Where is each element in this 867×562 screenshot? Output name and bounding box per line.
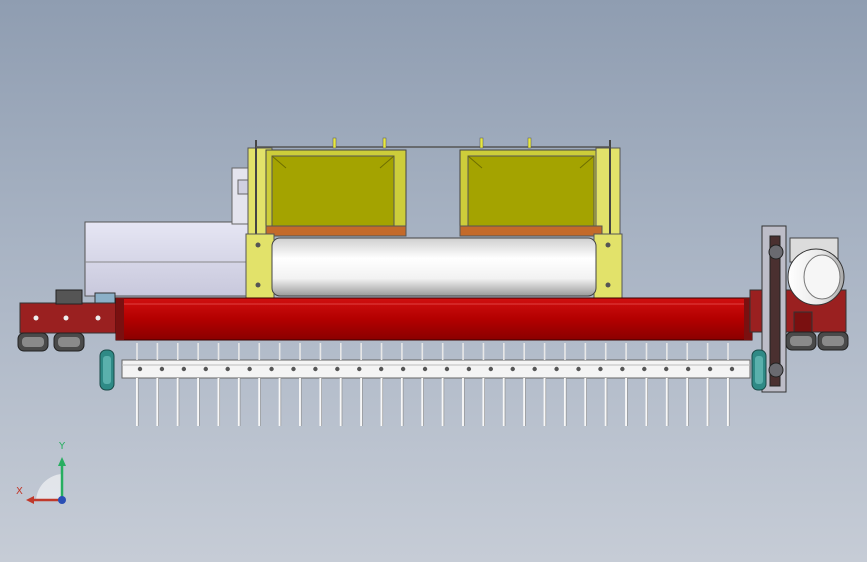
bolt [444, 366, 450, 372]
bolt [313, 366, 318, 372]
bolt [642, 366, 647, 372]
bolt [335, 366, 340, 372]
tine-bar [121, 359, 751, 379]
wheel-left-2 [53, 332, 85, 352]
teal-wheel-left [99, 349, 115, 391]
bolt [357, 366, 362, 372]
bolt [181, 366, 187, 372]
bolt [685, 366, 691, 372]
right-hopper [459, 147, 621, 237]
teal-wheel-right [751, 349, 767, 391]
left-end-bracket [19, 289, 119, 334]
bolt [422, 366, 428, 372]
bolt [510, 366, 515, 372]
bolt [247, 366, 252, 372]
triad-y-label: Y [59, 441, 66, 452]
upper-tine-stubs [136, 343, 729, 360]
bolt [159, 366, 165, 372]
bolt [378, 366, 384, 372]
bolt [466, 366, 472, 372]
triad-z-axis [58, 496, 66, 504]
bolt [269, 366, 274, 372]
bolt [225, 366, 230, 372]
triad-x-arrow [26, 496, 34, 504]
wheel-right-2 [817, 331, 849, 351]
roller [245, 233, 623, 299]
bolt [620, 366, 625, 372]
bolt [291, 366, 296, 372]
main-beam [115, 297, 753, 341]
tines [136, 378, 730, 426]
bolt [532, 366, 537, 372]
wheel-right-1 [785, 331, 817, 351]
bolt [576, 366, 581, 372]
top-frame-rail [255, 137, 611, 240]
bolt [554, 366, 559, 372]
triad-y-arrow [58, 457, 66, 466]
bolt [707, 366, 713, 372]
left-hopper [247, 147, 407, 237]
wheel-left-1 [17, 332, 49, 352]
bolt [400, 366, 406, 372]
bolt [598, 366, 603, 372]
tine-bar-bolts [137, 366, 735, 372]
bolt [137, 366, 143, 372]
bolt [488, 366, 494, 372]
bolt [664, 366, 669, 372]
left-motor-housing [84, 167, 253, 297]
bolt [203, 366, 208, 372]
coordinate-triad [26, 457, 66, 504]
bolt [729, 366, 735, 372]
triad-x-label: X [16, 486, 23, 497]
